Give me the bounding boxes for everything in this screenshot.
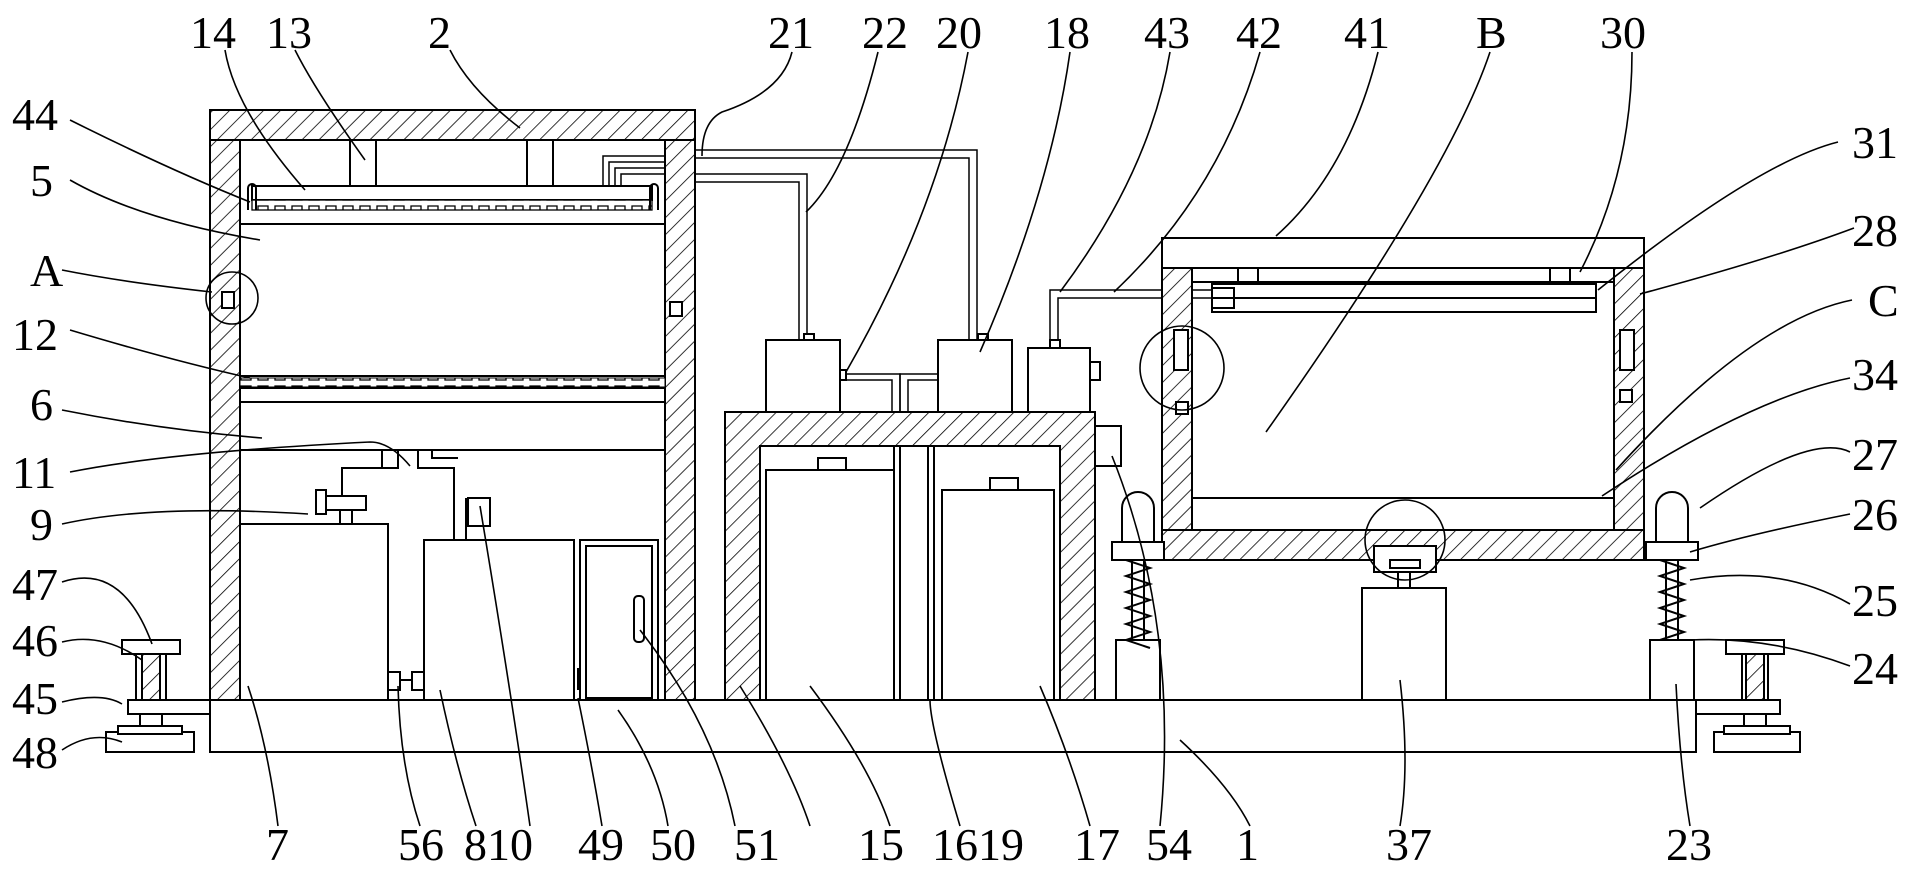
label-18: 18 bbox=[1044, 7, 1090, 58]
label-15: 15 bbox=[858, 819, 904, 870]
label-41: 41 bbox=[1344, 7, 1390, 58]
label-1619: 1619 bbox=[932, 819, 1024, 870]
label-42: 42 bbox=[1236, 7, 1282, 58]
label-48: 48 bbox=[12, 727, 58, 778]
base-plate bbox=[209, 699, 1697, 753]
label-43: 43 bbox=[1144, 7, 1190, 58]
label-27: 27 bbox=[1852, 429, 1898, 480]
label-25: 25 bbox=[1852, 575, 1898, 626]
label-20: 20 bbox=[936, 7, 982, 58]
label-50: 50 bbox=[650, 819, 696, 870]
label-6: 6 bbox=[30, 379, 53, 430]
label-810: 810 bbox=[464, 819, 533, 870]
label-13: 13 bbox=[266, 7, 312, 58]
label-30: 30 bbox=[1600, 7, 1646, 58]
label-9: 9 bbox=[30, 499, 53, 550]
label-7: 7 bbox=[266, 819, 289, 870]
label-34: 34 bbox=[1852, 349, 1898, 400]
label-11: 11 bbox=[12, 447, 56, 498]
label-46: 46 bbox=[12, 615, 58, 666]
label-26: 26 bbox=[1852, 489, 1898, 540]
leader-lines bbox=[61, 49, 1855, 827]
label-17: 17 bbox=[1074, 819, 1120, 870]
label-22: 22 bbox=[862, 7, 908, 58]
reference-labels: 14 13 2 21 22 20 18 43 42 41 B 30 44 5 A… bbox=[12, 7, 1899, 870]
spring-supports bbox=[1111, 491, 1699, 701]
label-49: 49 bbox=[578, 819, 624, 870]
label-c: C bbox=[1868, 275, 1899, 326]
label-b: B bbox=[1476, 7, 1507, 58]
center-housing bbox=[724, 411, 1122, 701]
label-24: 24 bbox=[1852, 643, 1898, 694]
label-14: 14 bbox=[190, 7, 236, 58]
label-1: 1 bbox=[1236, 819, 1259, 870]
label-21: 21 bbox=[768, 7, 814, 58]
label-a: A bbox=[30, 245, 63, 296]
right-tank bbox=[1161, 237, 1645, 573]
detail-circle-a bbox=[205, 271, 259, 325]
label-23: 23 bbox=[1666, 819, 1712, 870]
label-44: 44 bbox=[12, 89, 58, 140]
label-45: 45 bbox=[12, 673, 58, 724]
label-56: 56 bbox=[398, 819, 444, 870]
pedestal bbox=[1361, 587, 1447, 701]
label-31: 31 bbox=[1852, 117, 1898, 168]
label-5: 5 bbox=[30, 155, 53, 206]
left-cabinet bbox=[209, 109, 696, 701]
label-51: 51 bbox=[734, 819, 780, 870]
label-2: 2 bbox=[428, 7, 451, 58]
label-12: 12 bbox=[12, 309, 58, 360]
detail-circle-c bbox=[1364, 499, 1446, 581]
label-37: 37 bbox=[1386, 819, 1432, 870]
label-28: 28 bbox=[1852, 205, 1898, 256]
detail-circle-b bbox=[1139, 325, 1225, 411]
pipework bbox=[695, 149, 1212, 340]
label-54: 54 bbox=[1146, 819, 1192, 870]
pump-units bbox=[765, 333, 1101, 413]
label-47: 47 bbox=[12, 559, 58, 610]
